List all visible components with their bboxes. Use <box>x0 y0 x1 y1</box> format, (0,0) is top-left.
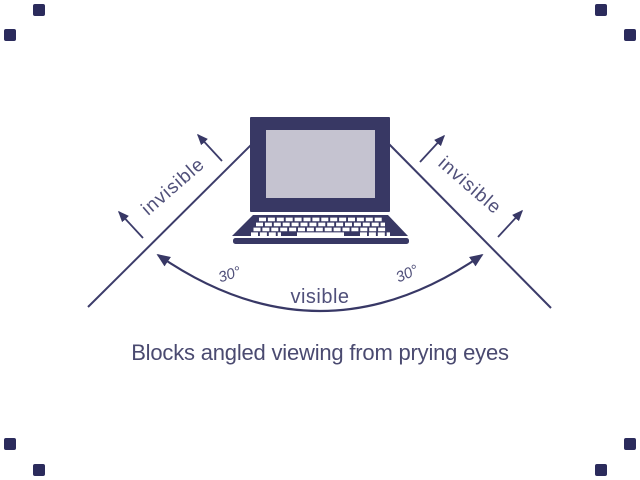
corner-marker <box>4 29 16 41</box>
angle-label-right: 30° <box>393 262 421 287</box>
corner-marker <box>33 4 45 16</box>
corner-marker <box>595 464 607 476</box>
invisible-arrow-icon <box>497 209 524 238</box>
corner-markers <box>4 4 636 476</box>
visible-label: visible <box>290 286 349 308</box>
invisible-arrow-icon <box>117 210 144 239</box>
invisible-arrow-icon <box>419 134 446 163</box>
left-boundary-line <box>87 139 257 308</box>
corner-marker <box>624 438 636 450</box>
invisible-arrow-icon <box>196 133 223 162</box>
angle-label-left: 30° <box>216 263 243 286</box>
diagram-caption: Blocks angled viewing from prying eyes <box>131 340 509 365</box>
viewing-angle-arc <box>156 253 484 313</box>
corner-marker <box>595 4 607 16</box>
corner-marker <box>624 29 636 41</box>
laptop-screen <box>266 130 375 198</box>
keyboard-keys <box>251 217 390 236</box>
laptop-icon <box>232 117 409 244</box>
corner-marker <box>4 438 16 450</box>
right-boundary-line <box>385 140 552 309</box>
invisible-label-left: invisible <box>138 154 210 220</box>
laptop-base <box>233 238 409 244</box>
invisible-label-right: invisible <box>434 153 506 219</box>
corner-marker <box>33 464 45 476</box>
